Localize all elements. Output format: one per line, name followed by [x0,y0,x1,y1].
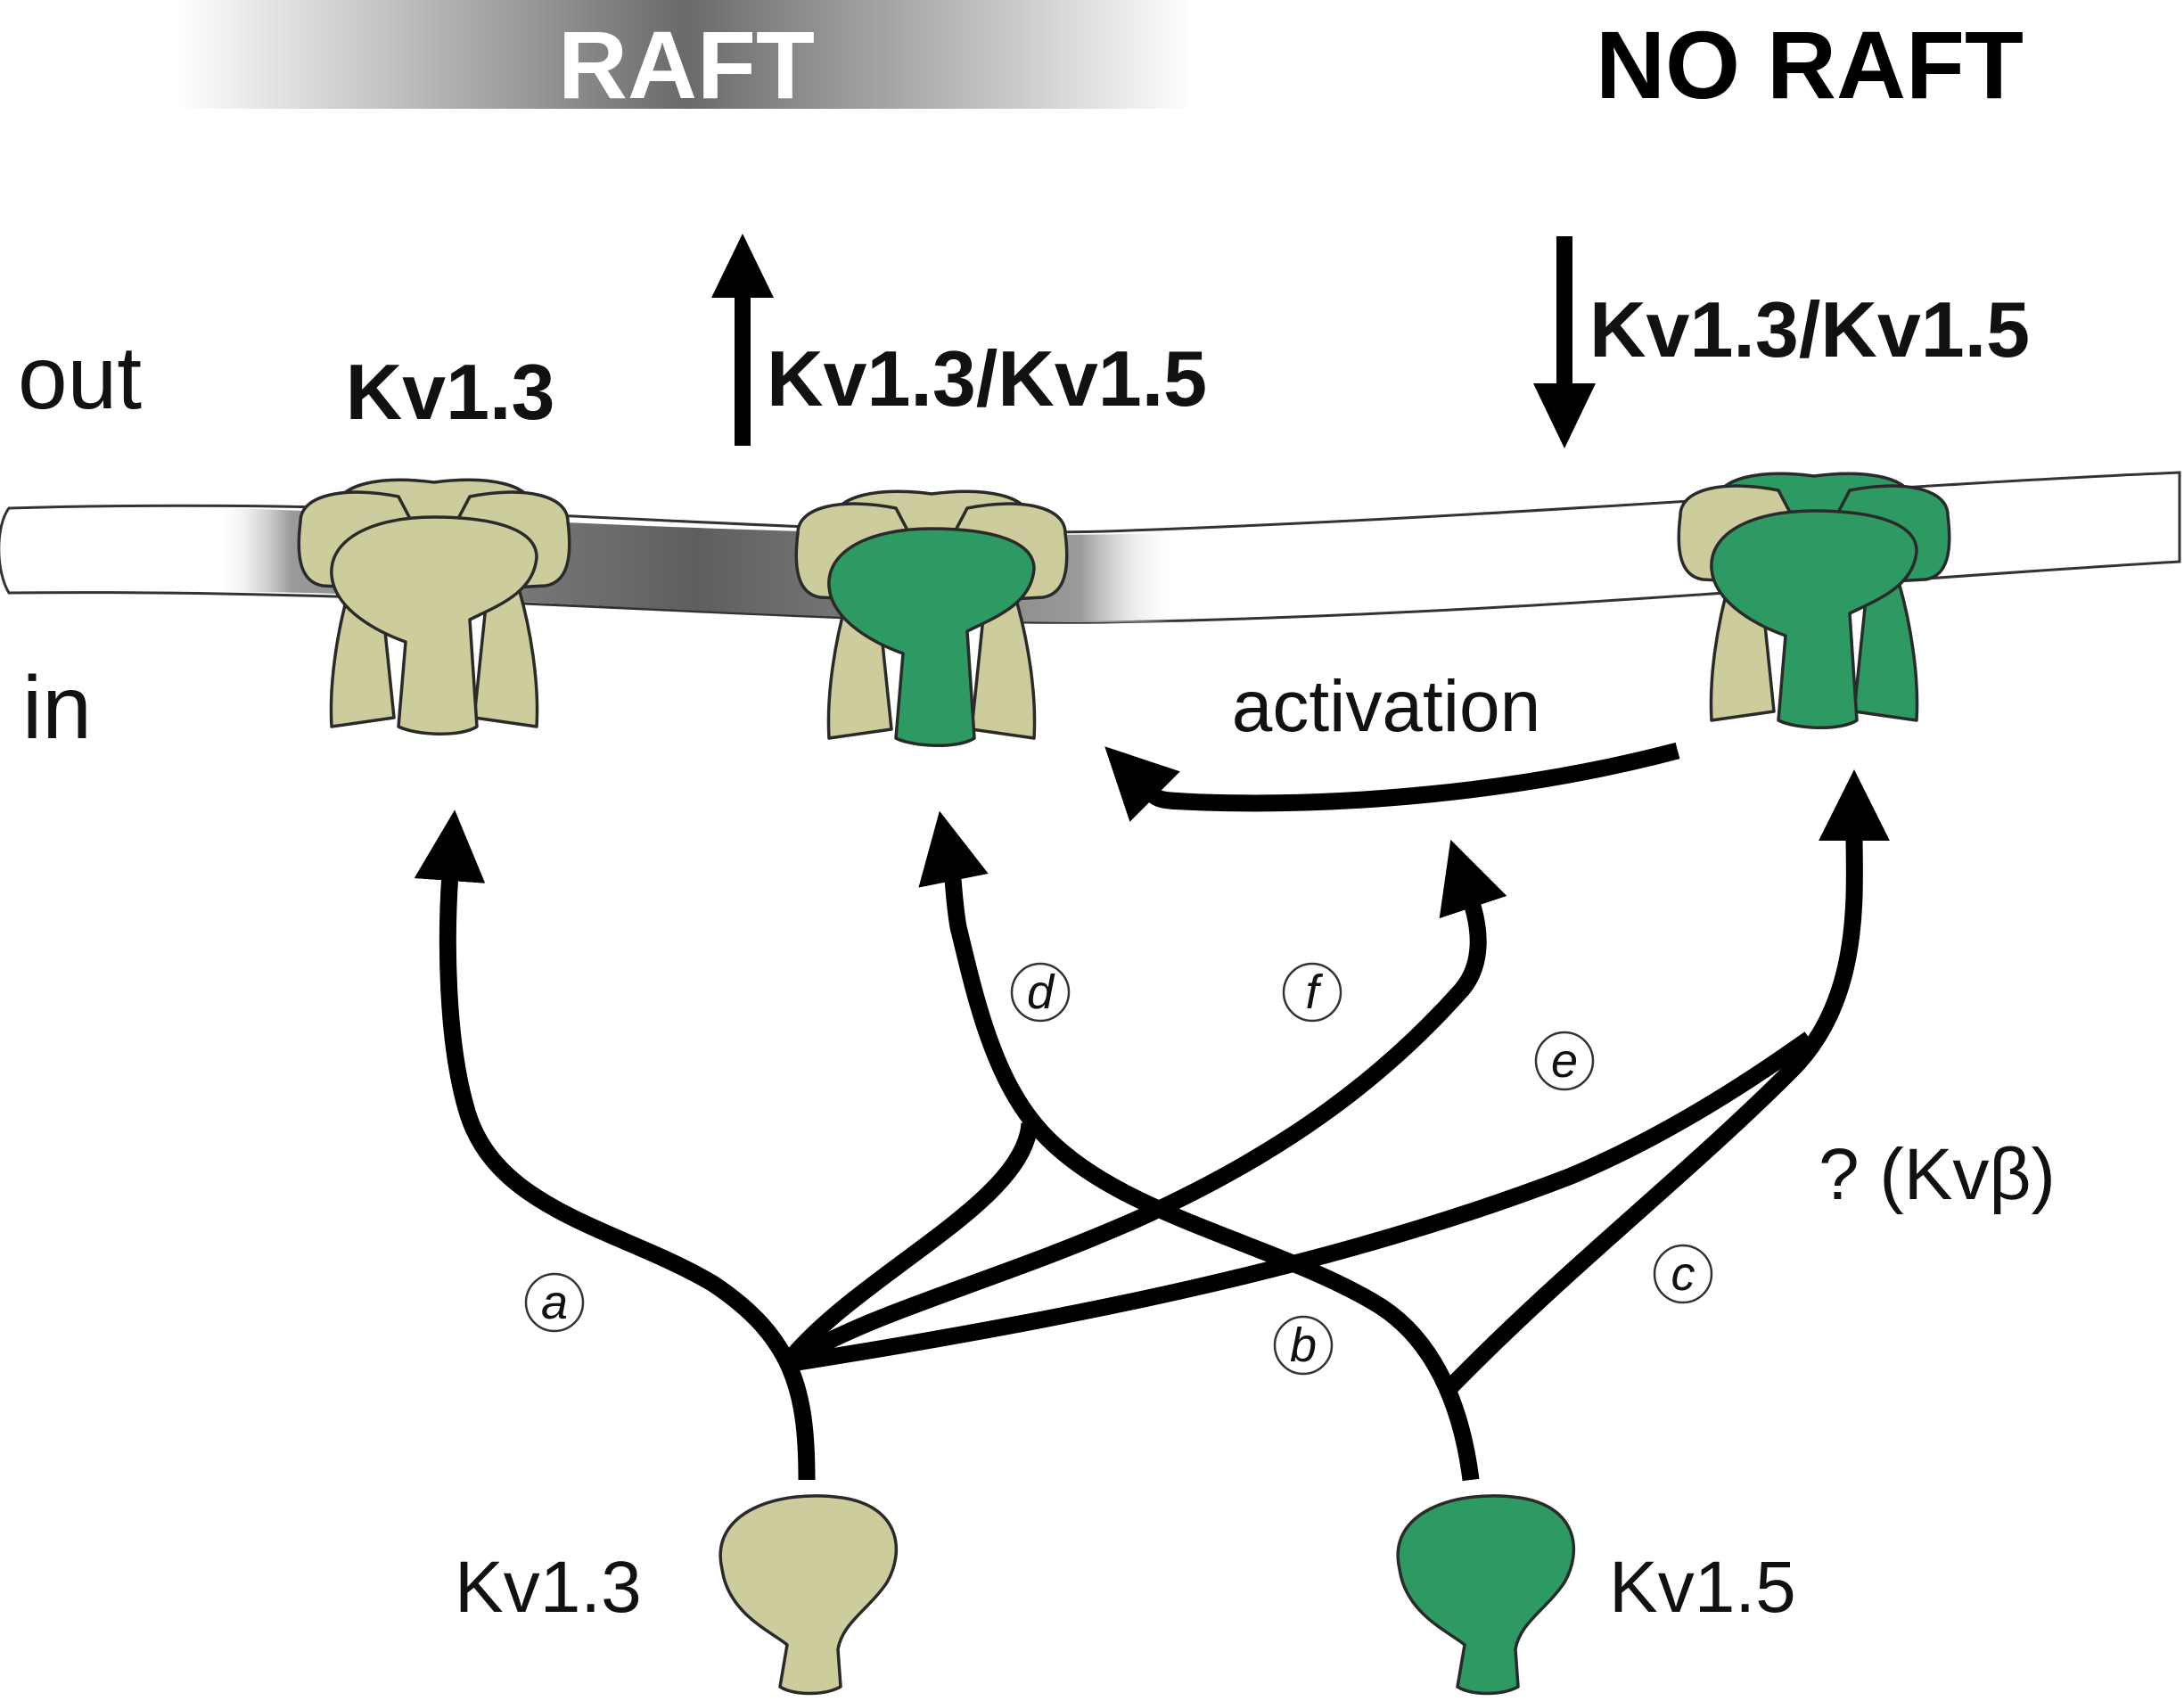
noraft-heterotetramer-channel [1677,472,1951,730]
pathway-letter-b: b [1273,1315,1334,1376]
pathway-f-curve [782,839,1507,1372]
pathway-e-curve [784,1031,1815,1373]
kvbeta-label: ? (Kvβ) [1819,1134,2056,1215]
kv13-homomer-label: Kv1.3 [346,348,555,436]
kv13-subunit [718,1494,899,1696]
noraft-heteromer-label: Kv1.3/Kv1.5 [1589,285,2030,374]
noraft-trend-down-arrow [1533,236,1596,448]
out-label: out [18,328,142,428]
kv13-branch-to-d [779,1122,1039,1369]
pathway-letter-a: a [524,1272,585,1333]
pathway-c-curve [1445,769,1890,1393]
svg-text:a: a [541,1276,568,1329]
kv15-subunit-label: Kv1.5 [1609,1547,1796,1628]
raft-trend-up-arrow [711,234,774,446]
svg-text:d: d [1027,966,1055,1019]
raft-header-band [178,0,1195,109]
kv13-homotetramer-channel [297,478,571,736]
pathway-letter-c: c [1653,1244,1713,1304]
no-raft-title: NO RAFT [1596,11,2024,119]
svg-text:e: e [1551,1034,1578,1088]
svg-text:b: b [1290,1319,1317,1372]
in-label: in [22,658,92,758]
activation-arrow [1104,742,1680,822]
pathway-a-curve [414,809,816,1481]
raft-heteromer-label: Kv1.3/Kv1.5 [767,334,1207,423]
activation-label: activation [1232,666,1540,747]
kv15-subunit [1396,1494,1576,1696]
svg-text:c: c [1671,1247,1695,1301]
pathway-letter-f: f [1282,962,1342,1023]
pathway-b-curve [918,810,1480,1482]
pathway-letter-d: d [1010,962,1071,1023]
svg-text:f: f [1305,966,1323,1019]
kv13-subunit-label: Kv1.3 [455,1547,642,1628]
pathway-letter-e: e [1534,1031,1595,1091]
raft-title: RAFT [558,11,815,119]
